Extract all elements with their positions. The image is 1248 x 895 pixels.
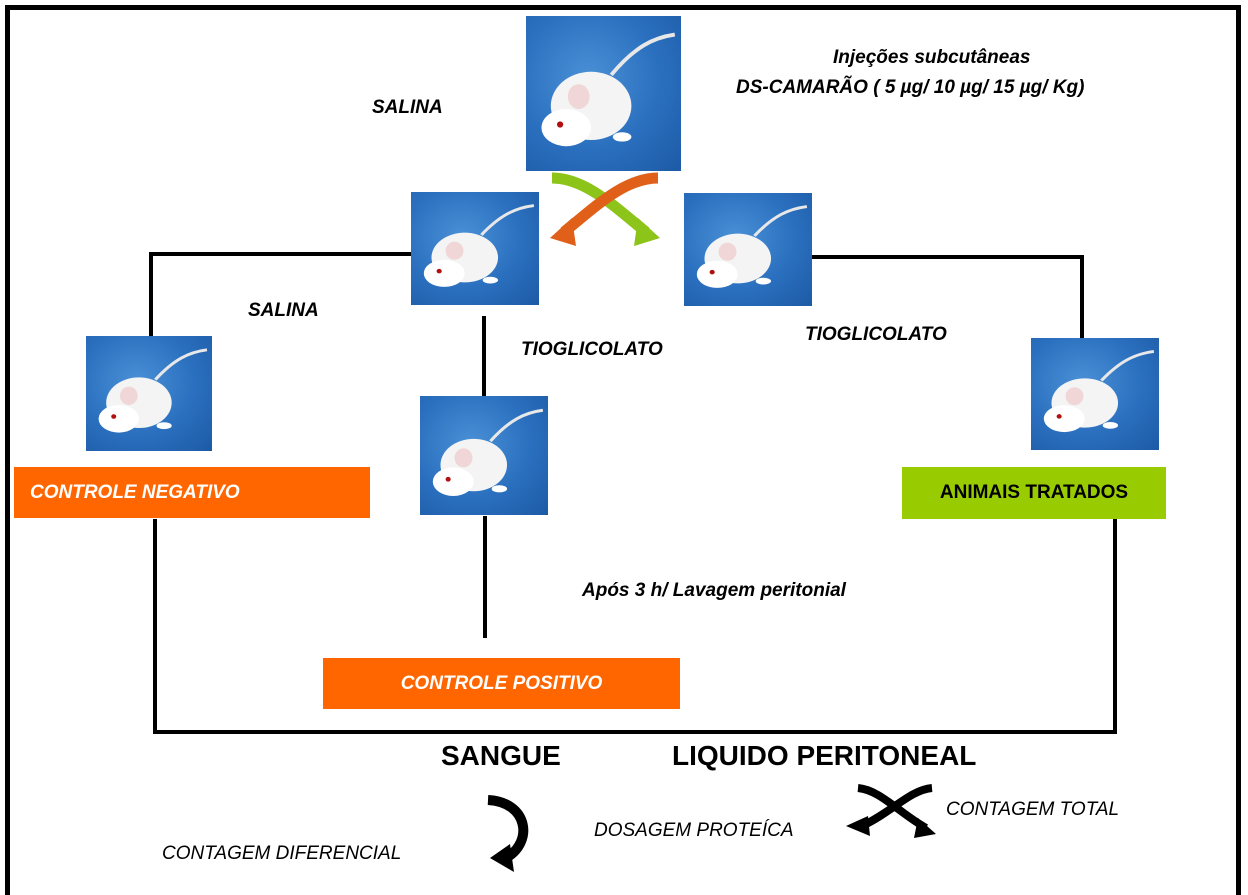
controle-negativo-label: CONTROLE NEGATIVO <box>30 481 240 503</box>
diagram-frame <box>5 5 1241 895</box>
contagem-total-label: CONTAGEM TOTAL <box>946 799 1120 820</box>
controle-negativo-box: CONTROLE NEGATIVO <box>14 467 370 518</box>
tioglicolato-center-label: TIOGLICOLATO <box>521 339 663 360</box>
connector-line <box>483 516 487 638</box>
controle-positivo-box: CONTROLE POSITIVO <box>323 658 680 709</box>
tioglicolato-right-label: TIOGLICOLATO <box>805 324 947 345</box>
mouse-photo-treated <box>684 193 812 306</box>
sangue-label: SANGUE <box>441 740 561 771</box>
animais-tratados-label: ANIMAIS TRATADOS <box>939 482 1129 503</box>
controle-positivo-label: CONTROLE POSITIVO <box>400 672 603 694</box>
salina-left-label: SALINA <box>248 300 319 321</box>
mouse-photo-saline <box>411 192 539 305</box>
connector-line <box>1080 255 1084 338</box>
mouse-photo-negative <box>86 336 212 451</box>
connector-line <box>812 255 1084 259</box>
liquido-peritoneal-label: LIQUIDO PERITONEAL <box>672 740 977 771</box>
animais-tratados-box: ANIMAIS TRATADOS <box>902 467 1166 519</box>
dosagem-proteica-label: DOSAGEM PROTEÍCA <box>594 820 794 841</box>
split-arrows-icon <box>550 172 660 246</box>
mouse-photo-treated-group <box>1031 338 1159 450</box>
connector-line <box>153 519 157 734</box>
sangue-curved-arrow-icon <box>487 795 529 872</box>
injection-label-line2: DS-CAMARÃO ( 5 µg/ 10 µg/ 15 µg/ Kg) <box>736 77 1085 98</box>
apos-label: Após 3 h/ Lavagem peritonial <box>582 580 846 601</box>
connector-line <box>149 252 411 256</box>
connector-line <box>153 730 1117 734</box>
contagem-diferencial-label: CONTAGEM DIFERENCIAL <box>162 843 402 864</box>
salina-top-label: SALINA <box>372 97 443 118</box>
liquido-split-arrows-icon <box>846 784 936 838</box>
mouse-photo-positive <box>420 396 548 515</box>
connector-line <box>482 316 486 396</box>
connector-line <box>149 252 153 336</box>
connector-line <box>1113 519 1117 734</box>
injection-label-line1: Injeções subcutâneas <box>833 47 1031 68</box>
mouse-photo-main <box>526 16 681 171</box>
